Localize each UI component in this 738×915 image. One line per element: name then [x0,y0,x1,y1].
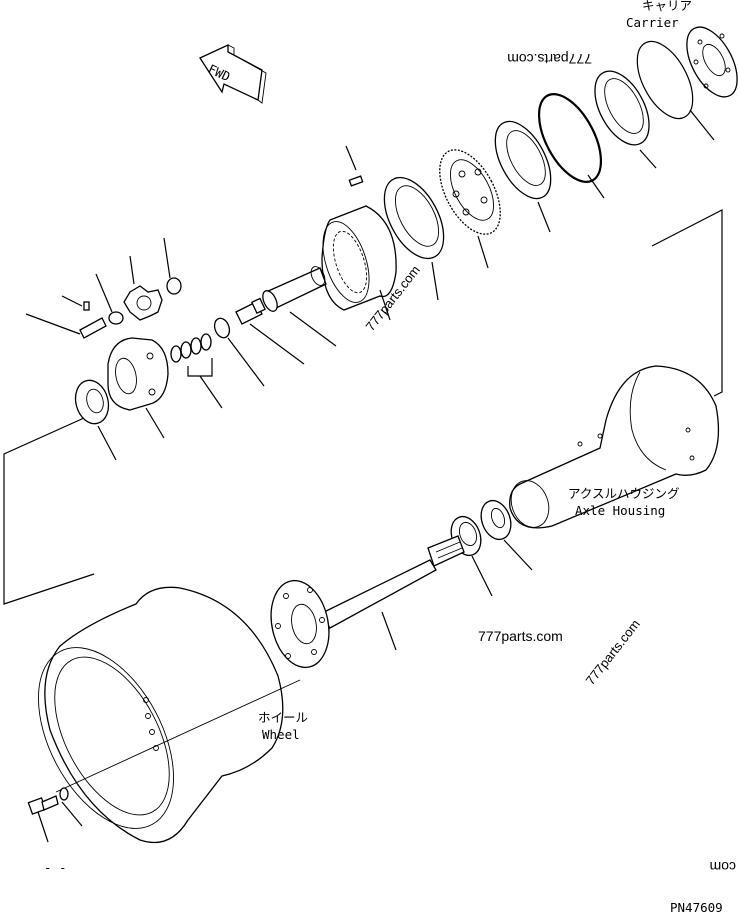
leader-line [639,149,657,169]
ring-gear-part [321,205,397,311]
leader-line [249,323,305,365]
leader-line [471,555,493,597]
planet-carrier-hub-part [107,337,169,411]
disc-part [439,149,501,235]
watermark-bottom-right: com [710,859,736,875]
watermark-lower-right: 777parts.com [583,617,643,688]
wheel-jp-label: ホイール [258,710,308,725]
axle-housing-en-label: Axle Housing [575,503,665,518]
hub-flange-part [270,579,330,669]
leader-line [503,539,533,571]
leader-line [381,611,397,651]
leader-line [129,255,135,285]
leader-line [199,375,223,409]
connection-bracket-line [651,209,723,397]
large-o-ring-part [537,93,603,183]
ring-gear-plate-part [383,176,445,260]
leader-line [289,311,337,347]
watermark-lower: 777parts.com [478,628,563,644]
leader-line [145,407,165,439]
leader-line [689,109,715,141]
wheel-en-label: Wheel [262,727,300,742]
plate-part [494,120,552,200]
small-pin-part [83,301,90,311]
axle-housing-jp-label: アクスルハウジング [568,486,680,501]
carrier-jp-label: キャリア [642,0,692,13]
axle-shaft-part [319,535,465,629]
leader-line [227,337,265,387]
planet-gear-part [123,285,163,321]
shaft-pin-part [79,317,107,339]
leader-line [345,145,357,171]
leader-line [61,801,83,827]
leader-line [477,235,489,269]
washer-part [108,311,124,325]
carrier-part [686,26,738,98]
leader-line [431,261,439,301]
needle-bearing-part [170,333,212,363]
leader-line [379,289,391,321]
o-ring-part [636,40,694,120]
axle-housing-part [509,365,720,529]
part-number-label: PN47609 [670,900,723,915]
leader-line [95,273,113,313]
pin-part [348,175,364,187]
dash-marks: - - [44,860,67,875]
leader-line [25,313,81,335]
leader-line [163,237,171,279]
ring-plate-part [594,70,650,146]
axis-line [55,679,301,793]
watermark-top-right: 777parts.com [507,51,592,67]
leader-line [97,425,117,461]
thrust-washer-part [213,317,231,339]
wheel-bolt-part [27,787,69,815]
bearing-part [74,379,110,425]
leader-line [587,174,605,199]
connection-bracket-line [3,417,95,605]
bracket-line [187,358,213,377]
leader-line [37,811,49,843]
bushing-part [166,277,182,295]
leader-line [537,201,551,233]
sun-gear-shaft-part [262,266,327,312]
leader-line [61,295,83,307]
housing-bearing-part [480,499,512,541]
wheel-part [38,586,284,844]
bolt-part [235,297,266,325]
fwd-arrow-icon: FWD [199,43,267,104]
carrier-en-label: Carrier [626,15,679,30]
